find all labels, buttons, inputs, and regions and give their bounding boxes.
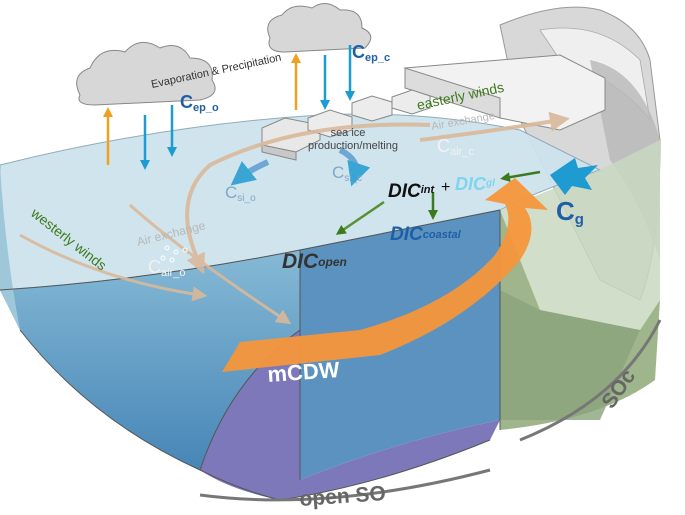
mcdw-label: mCDW [267,357,341,387]
open-so-label: open SO [299,482,387,511]
continental-shelf-top [500,140,660,330]
ocean-left-face [0,165,20,330]
ocean-front-face [0,250,300,470]
cg-label: Cg [556,196,584,228]
cep-o-label: Cep_o [180,92,219,114]
box-edges [0,209,501,501]
wind-circulation [19,111,570,325]
dic-arrows [335,170,541,235]
sea-ice-label-line2: production/melting [308,140,398,152]
cep-c-label: Cep_c [352,42,390,64]
ice-shelf [403,54,606,131]
dic-gl-label: DICgl [455,174,495,194]
dic-int-label: DICint [388,181,436,202]
sea-ice-exchange-arrows [230,147,371,187]
csi-c-label: Csi_c [332,163,362,184]
dic-coastal-label: DICcoastal [390,224,462,245]
ep-arrows [103,45,355,170]
air-bubbles [160,245,188,263]
csi-o-label: Csi_o [225,183,256,204]
cloud-right [267,3,372,53]
cair-o-label: Cair_o [148,257,185,279]
sea-ice-label-line1: sea ice [331,127,366,139]
mcdw-arrow [222,178,548,372]
plus-sign: + [441,179,450,196]
cloud-left [76,41,216,106]
shelf-slope [500,290,640,420]
cair-c-label: Cair_c [437,136,474,158]
dic-open-label: DICopen [282,250,347,273]
ocean-deep-layer [200,330,500,500]
region-brackets [199,319,662,502]
cg-arrow [550,158,598,195]
